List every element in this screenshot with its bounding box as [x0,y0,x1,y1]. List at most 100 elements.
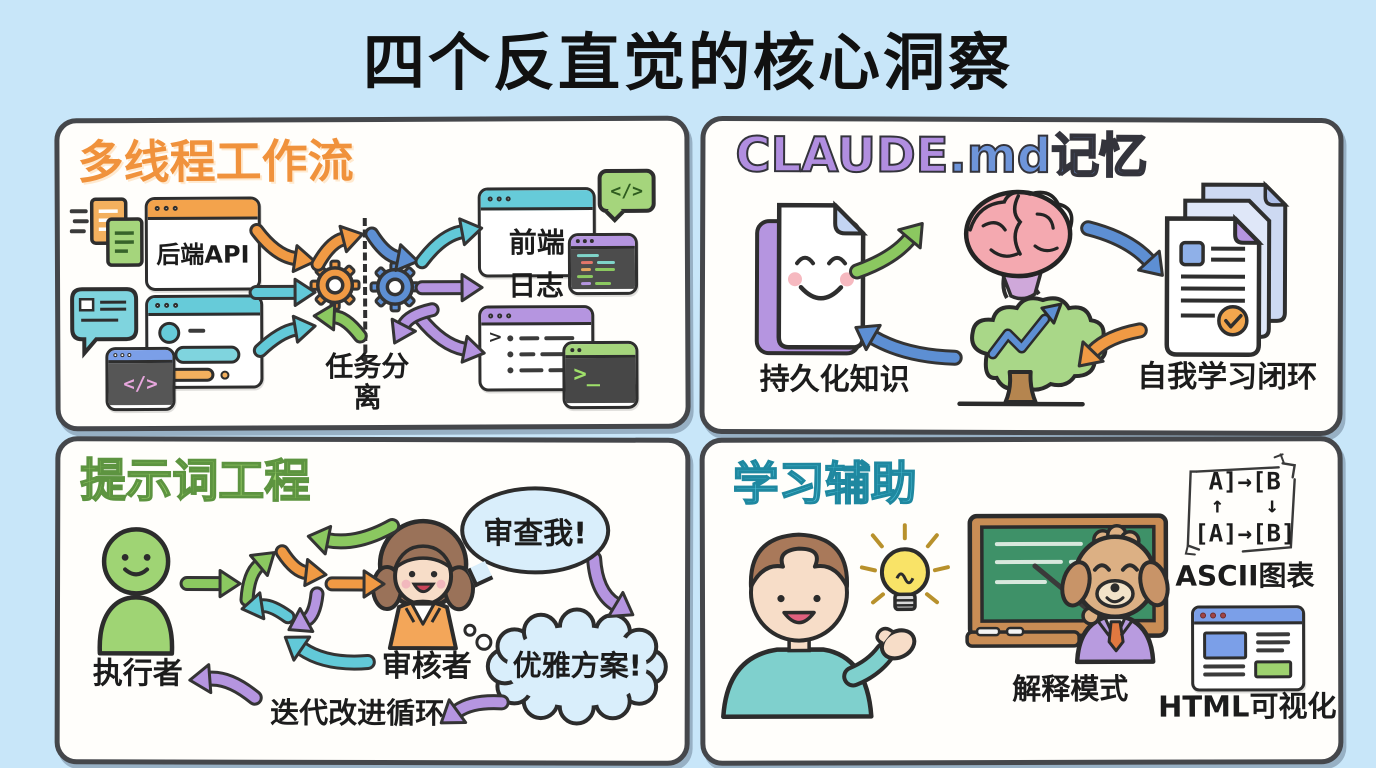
window-dot-icon [1220,611,1227,618]
explain-mode-label: 解释模式 [1012,671,1129,707]
ascii-down-arrow: ↓ [1265,493,1279,519]
backend-window-label: 后端API [156,240,250,269]
list-line [519,368,544,372]
code-tag-glyph: </> [610,180,643,202]
ascii-sketch-border [1184,453,1297,556]
code-window-titlebar [108,349,173,364]
ascii-chart-label: ASCII图表 [1175,559,1315,593]
bubble-tail [604,203,625,223]
window-dot-icon [127,353,132,358]
code-line [595,281,612,286]
list-line [519,352,536,356]
html-viz-label: HTML可视化 [1158,689,1337,724]
code-line [580,261,593,265]
ascii-up-arrow: ↑ [1210,493,1225,519]
window-dot-icon [575,239,580,244]
title-md-suffix: .md记忆 [947,127,1148,186]
code-tag-glyph: </> [123,372,158,396]
viz-hero-block [1203,631,1248,660]
document-stack-icon [1164,180,1290,358]
code-line [596,260,615,265]
window-dot-icon [570,347,575,352]
window-dot-icon [505,196,511,202]
log-prompt-glyph: > [488,327,503,348]
editor-titlebar [570,235,635,250]
code-speech-bubble: </> [597,168,656,223]
list-line [519,336,540,340]
chat-avatar-icon [158,321,181,344]
code-editor-window [567,232,639,296]
window-dot-icon [154,205,160,211]
list-bullet [507,351,514,358]
gear-icon [369,261,421,313]
window-dot-icon [506,312,512,318]
reviewer-label: 审核者 [381,649,472,685]
dog-teacher-figure [1032,524,1170,665]
html-viz-window [1191,605,1306,692]
docs-icon [69,197,144,267]
ascii-row2: [A]→[B] [1194,519,1296,548]
frontend-window-titlebar [480,190,593,211]
window-dot-icon [164,302,170,308]
executor-label: 执行者 [92,656,183,692]
viz-green-block [1254,660,1293,679]
message-bubble-icon [70,287,139,359]
window-dot-icon [173,302,179,308]
backend-window-titlebar [147,199,258,220]
list-bullet [507,367,514,374]
viz-line [1256,648,1285,652]
code-line [576,254,599,258]
brain-icon [963,189,1074,301]
chat-window-titlebar [148,297,261,316]
window-dot-icon [155,302,161,308]
page-title: 四个反直觉的核心洞察 [362,26,1013,99]
chat-dot-icon [220,370,230,380]
viz-line [1203,672,1246,677]
panel-learning-title: 学习辅助 [732,456,918,512]
separation-dashed-line [362,218,368,365]
window-dot-icon [172,205,178,211]
window-dot-icon [487,196,493,202]
viz-line [1256,632,1291,636]
backend-api-window: 后端API [144,196,262,291]
ascii-diagram: A]→[B ↑ ↓ [A]→[B] [1183,453,1307,559]
window-dot-icon [577,347,582,352]
window-dot-icon [1200,612,1207,619]
window-dot-icon [488,312,494,318]
panel-prompt-engineering: 提示词工程 执行者 审核者 迭代改进循环 [54,436,691,766]
growth-tree-icon [957,296,1108,407]
student-figure [721,532,917,720]
iteration-label: 迭代改进循环 [270,695,445,731]
code-line [581,282,592,286]
title-claude: CLAUDE [734,126,949,185]
smiley-document-icon [754,200,868,356]
window-dot-icon [120,353,125,358]
viz-line [1256,640,1291,644]
persist-knowledge-label: 持久化知识 [759,362,910,398]
task-separation-label: 任务分离 [325,349,410,414]
panel-claude-md-memory: CLAUDE.md记忆 持久化知识 自我学习闭环 [699,115,1344,437]
window-dot-icon [113,353,118,358]
window-dot-icon [497,312,503,318]
ascii-row1: A]→[B [1208,467,1281,496]
browser-titlebar [1194,608,1303,625]
executor-figure [97,527,175,656]
window-dot-icon [496,196,502,202]
terminal-window: >_ [562,340,639,410]
gear-icon [309,259,361,311]
list-bullet [507,335,514,342]
code-line [577,275,594,279]
window-dot-icon [1210,611,1217,619]
window-dot-icon [163,205,169,211]
panel-multithread-workflow: 多线程工作流 后端API </> 前端 [54,115,691,432]
panel-prompt-title: 提示词工程 [79,452,311,508]
code-window-small: </> [105,346,176,412]
blackboard-icon [965,513,1169,648]
code-line [594,267,615,272]
panel-memory-title: CLAUDE.md记忆 [734,126,1148,185]
window-dot-icon [582,239,587,244]
terminal-prompt-glyph: >_ [573,362,600,388]
code-line [580,268,591,272]
solution-bubble-text: 优雅方案! [512,648,642,683]
